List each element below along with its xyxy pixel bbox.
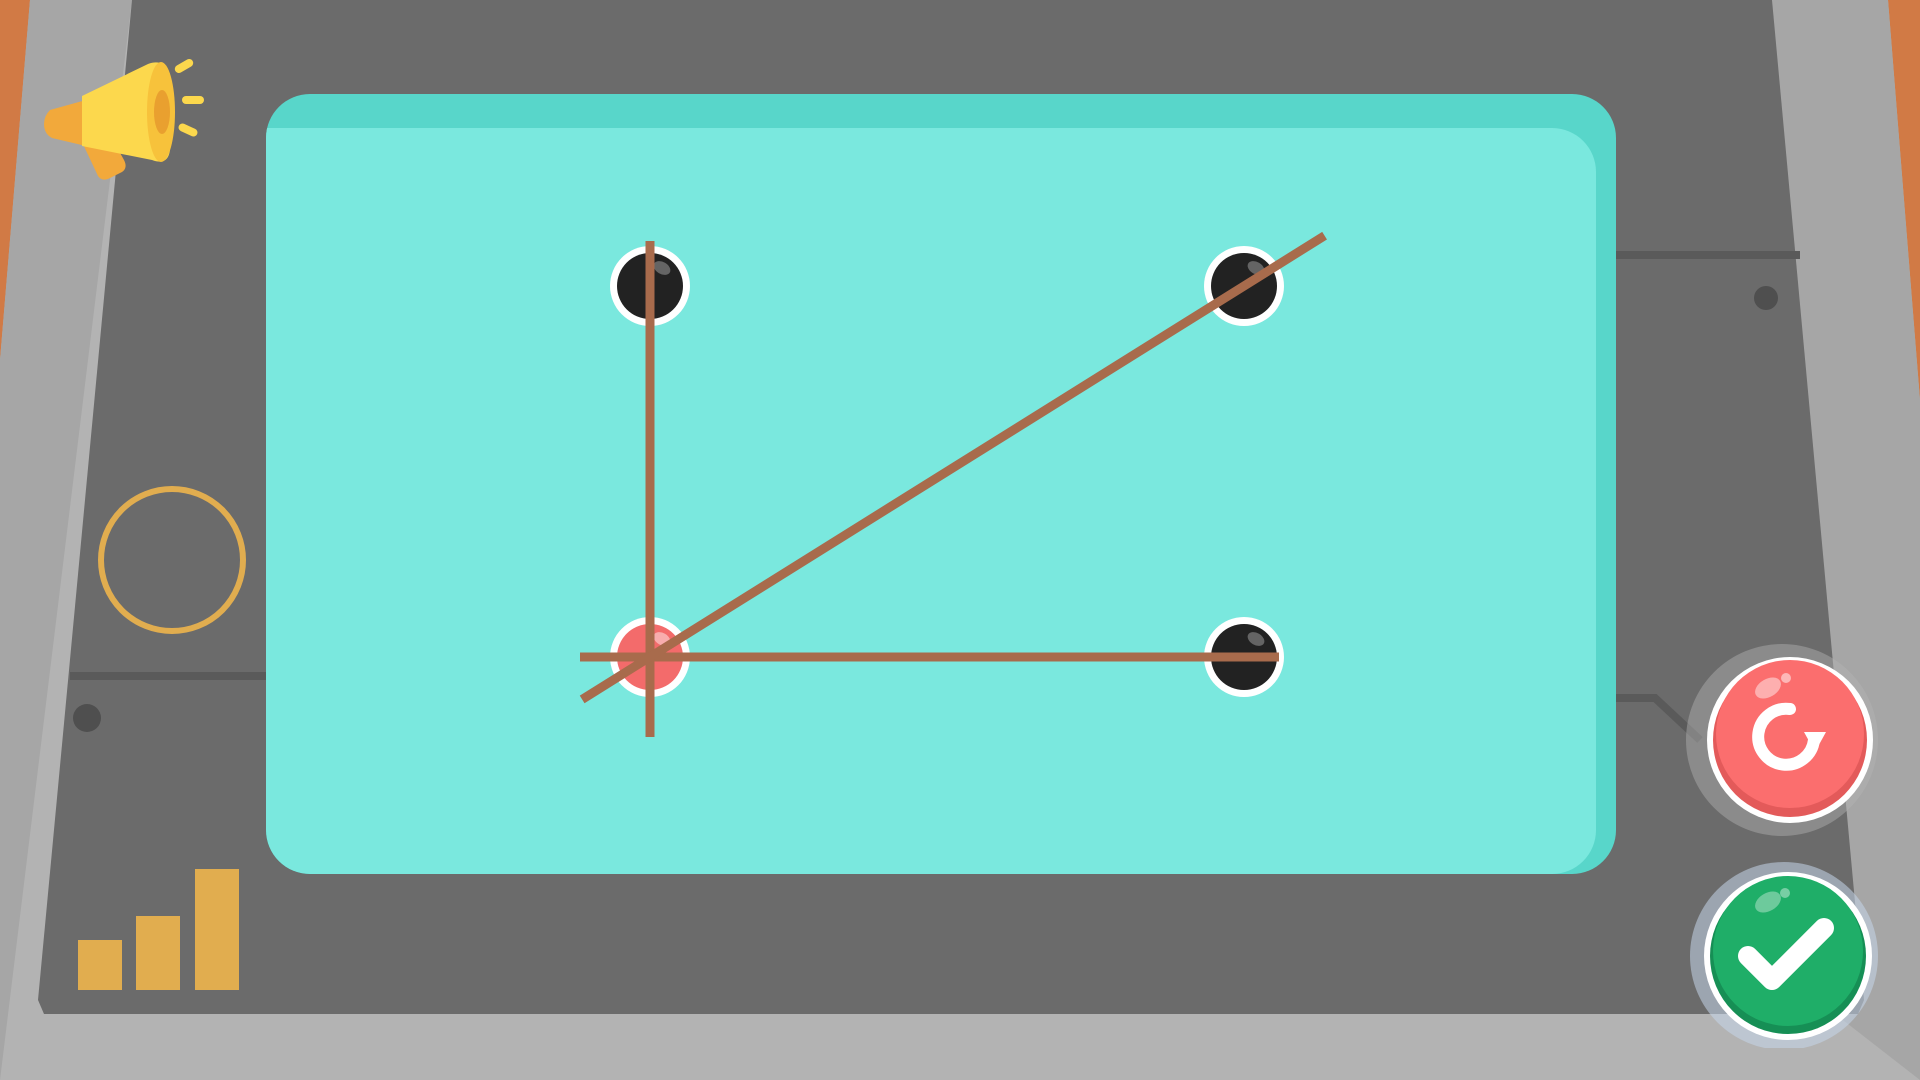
reset-button[interactable] — [1686, 636, 1878, 838]
level-bar-1 — [78, 940, 122, 990]
right-bevel — [1772, 0, 1920, 1080]
refresh-icon — [1752, 702, 1826, 771]
confirm-button[interactable] — [1688, 858, 1880, 1048]
signal-bars-icon — [78, 868, 248, 990]
lines-layer — [579, 231, 1327, 737]
diagonal-line[interactable] — [579, 231, 1327, 704]
circuit-trace-right-bottom — [1600, 694, 1703, 743]
play-board-surface — [266, 128, 1596, 874]
level-bar-2 — [136, 916, 180, 990]
circle-outline-icon[interactable] — [96, 484, 248, 636]
panel-screw-left — [73, 704, 101, 732]
level-bar-3 — [195, 869, 239, 990]
megaphone-icon[interactable] — [36, 54, 216, 184]
play-board — [266, 94, 1616, 874]
board-canvas[interactable] — [266, 94, 1616, 874]
checkmark-icon — [1738, 918, 1834, 990]
left-bevel — [0, 0, 132, 1080]
panel-screw-right — [1754, 286, 1778, 310]
